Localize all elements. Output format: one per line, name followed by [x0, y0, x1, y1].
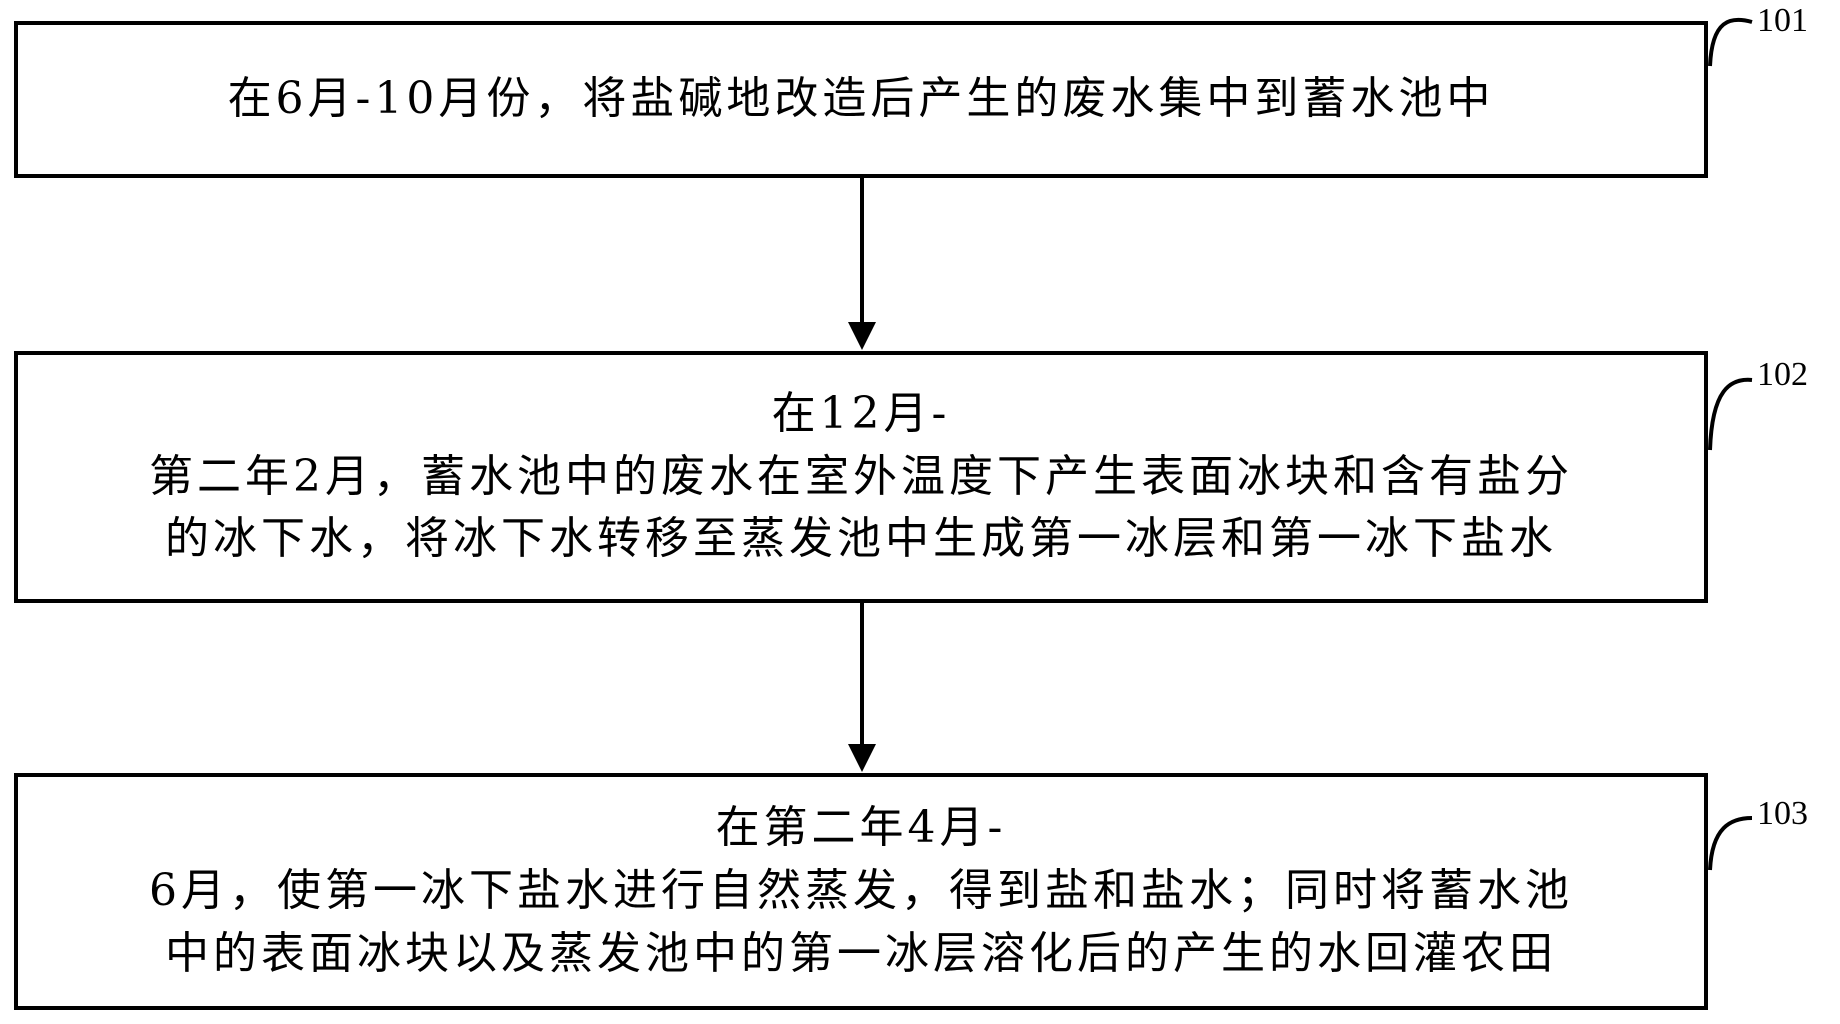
step-102-line-3: 的冰下水，将冰下水转移至蒸发池中生成第一冰层和第一冰下盐水 [165, 513, 1557, 565]
step-label-102: 102 [1757, 356, 1808, 393]
step-103-line-2: 6月，使第一冰下盐水进行自然蒸发，得到盐和盐水；同时将蓄水池 [149, 865, 1573, 917]
step-label-101: 101 [1757, 2, 1808, 39]
leader-line-102 [1708, 377, 1753, 451]
step-102-line-1: 在12月- [771, 387, 951, 439]
step-103-line-1: 在第二年4月- [715, 802, 1007, 854]
arrowhead-102-to-103 [848, 744, 876, 772]
step-text-103: 在第二年4月- 6月，使第一冰下盐水进行自然蒸发，得到盐和盐水；同时将蓄水池 中… [131, 797, 1591, 986]
step-box-102: 在12月- 第二年2月，蓄水池中的废水在室外温度下产生表面冰块和含有盐分 的冰下… [14, 351, 1708, 603]
step-box-101: 在6月-10月份，将盐碱地改造后产生的废水集中到蓄水池中 [14, 21, 1708, 178]
step-text-102: 在12月- 第二年2月，蓄水池中的废水在室外温度下产生表面冰块和含有盐分 的冰下… [131, 383, 1591, 572]
step-102-line-2: 第二年2月，蓄水池中的废水在室外温度下产生表面冰块和含有盐分 [149, 450, 1573, 502]
arrowhead-101-to-102 [848, 322, 876, 350]
leader-line-103 [1708, 816, 1753, 871]
step-label-103: 103 [1757, 795, 1808, 832]
step-box-103: 在第二年4月- 6月，使第一冰下盐水进行自然蒸发，得到盐和盐水；同时将蓄水池 中… [14, 773, 1708, 1010]
step-101-line-1: 在6月-10月份，将盐碱地改造后产生的废水集中到蓄水池中 [227, 73, 1495, 125]
step-text-101: 在6月-10月份，将盐碱地改造后产生的废水集中到蓄水池中 [210, 68, 1513, 131]
step-103-line-3: 中的表面冰块以及蒸发池中的第一冰层溶化后的产生的水回灌农田 [165, 927, 1557, 979]
leader-line-101 [1708, 17, 1753, 67]
